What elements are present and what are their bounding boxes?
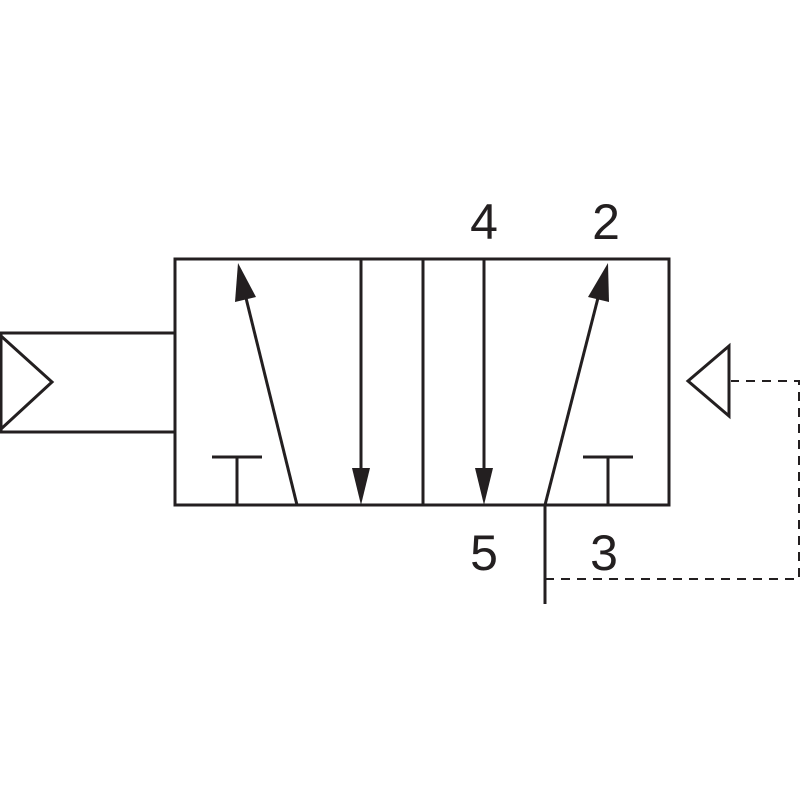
- pilot-line: [545, 380, 800, 580]
- actuator-body: [0, 331, 175, 434]
- valve-position-left: [173, 257, 425, 507]
- port-label-5: 5: [470, 525, 498, 581]
- port-label-2: 2: [592, 194, 620, 250]
- left-actuator: [0, 331, 175, 434]
- flow-arrow-diagonal-left: [243, 293, 299, 506]
- left-position-paths: [212, 259, 370, 506]
- valve-position-right: [421, 257, 671, 507]
- flow-arrow-icon: [352, 468, 370, 505]
- flow-arrow-diagonal-right: [543, 293, 601, 506]
- flow-arrow-icon: [235, 263, 256, 302]
- port-label-3: 3: [590, 525, 618, 581]
- pilot-triangle-icon: [685, 342, 731, 420]
- flow-arrow-icon: [588, 263, 609, 302]
- port-label-4: 4: [470, 194, 498, 250]
- flow-arrow-icon: [475, 468, 493, 505]
- right-position-paths: [475, 259, 633, 506]
- pushbutton-actuator-icon: [0, 334, 55, 431]
